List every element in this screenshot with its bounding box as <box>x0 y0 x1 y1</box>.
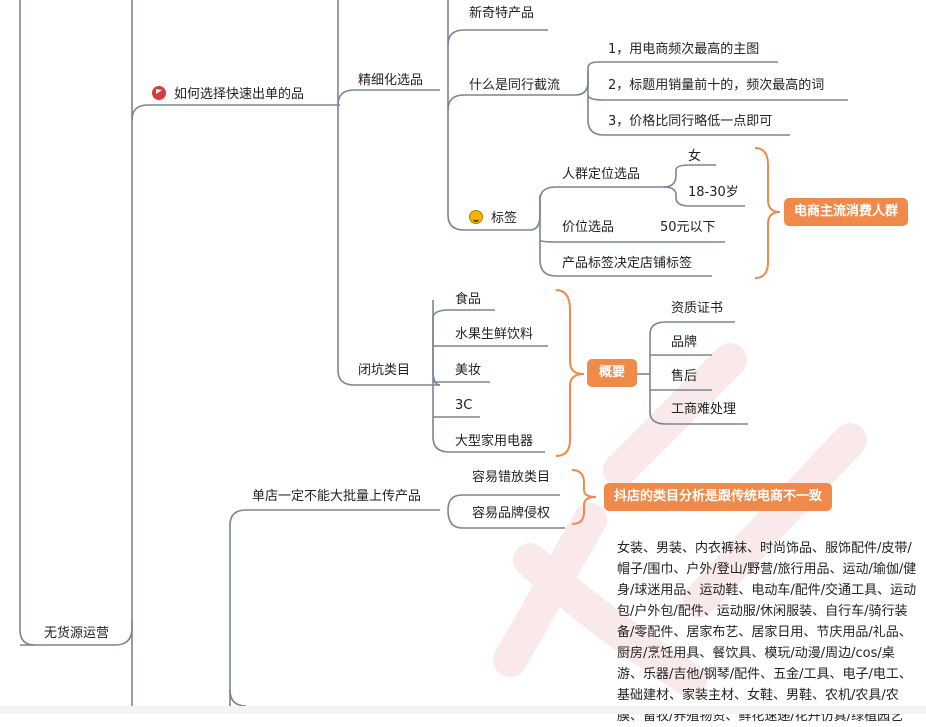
node-step-1[interactable]: 1，用电商频次最高的主图 <box>608 42 760 57</box>
node-biaoqian[interactable]: 标签 <box>469 210 517 228</box>
node-ruhe-xuanze[interactable]: 如何选择快速出单的品 <box>152 86 304 104</box>
node-50yuan[interactable]: 50元以下 <box>660 220 716 235</box>
node-renqun[interactable]: 人群定位选品 <box>562 167 641 182</box>
tag-doudian-leimu[interactable]: 抖店的类目分析是跟传统电商不一致 <box>604 483 833 511</box>
node-wuhuoyuan[interactable]: 无货源运营 <box>44 626 110 641</box>
node-dajia[interactable]: 大型家用电器 <box>455 434 534 449</box>
node-biaoqian-label: 标签 <box>491 211 518 226</box>
node-shouhou[interactable]: 售后 <box>671 369 698 384</box>
node-jiawei[interactable]: 价位选品 <box>562 220 615 235</box>
node-cuofang[interactable]: 容易错放类目 <box>472 470 551 485</box>
node-3c[interactable]: 3C <box>455 398 473 413</box>
tag-gaiyao[interactable]: 概要 <box>587 359 638 387</box>
node-shenme-jieliu[interactable]: 什么是同行截流 <box>469 78 561 93</box>
node-step-2[interactable]: 2，标题用销量前十的，频次最高的词 <box>608 78 825 93</box>
node-step-3[interactable]: 3，价格比同行略低一点即可 <box>608 114 773 129</box>
node-age[interactable]: 18-30岁 <box>688 185 739 200</box>
flag-icon <box>152 86 166 100</box>
node-xinqite[interactable]: 新奇特产品 <box>469 6 535 21</box>
node-bikeng[interactable]: 闭坑类目 <box>358 363 411 378</box>
node-pinpai[interactable]: 品牌 <box>671 335 698 350</box>
smiley-icon <box>469 210 483 224</box>
node-jingxihua[interactable]: 精细化选品 <box>358 73 424 88</box>
node-chanpin-biaoqian[interactable]: 产品标签决定店铺标签 <box>562 256 693 271</box>
tag-dianshang-renqun[interactable]: 电商主流消费人群 <box>784 198 909 226</box>
node-meizhuang[interactable]: 美妆 <box>455 363 482 378</box>
node-category-list[interactable]: 女装、男装、内衣裤袜、时尚饰品、服饰配件/皮带/帽子/围巾、户外/登山/野营/旅… <box>617 541 917 724</box>
bottom-scroll-area <box>0 706 926 714</box>
node-gongshang[interactable]: 工商难处理 <box>671 402 737 417</box>
node-shuiguo[interactable]: 水果生鲜饮料 <box>455 327 534 342</box>
node-ruhe-label: 如何选择快速出单的品 <box>174 87 305 102</box>
node-shipin[interactable]: 食品 <box>455 292 482 307</box>
node-zizhi[interactable]: 资质证书 <box>671 301 724 316</box>
node-qinquan[interactable]: 容易品牌侵权 <box>472 506 551 521</box>
node-nv[interactable]: 女 <box>688 149 702 164</box>
node-dandian[interactable]: 单店一定不能大批量上传产品 <box>252 489 422 504</box>
